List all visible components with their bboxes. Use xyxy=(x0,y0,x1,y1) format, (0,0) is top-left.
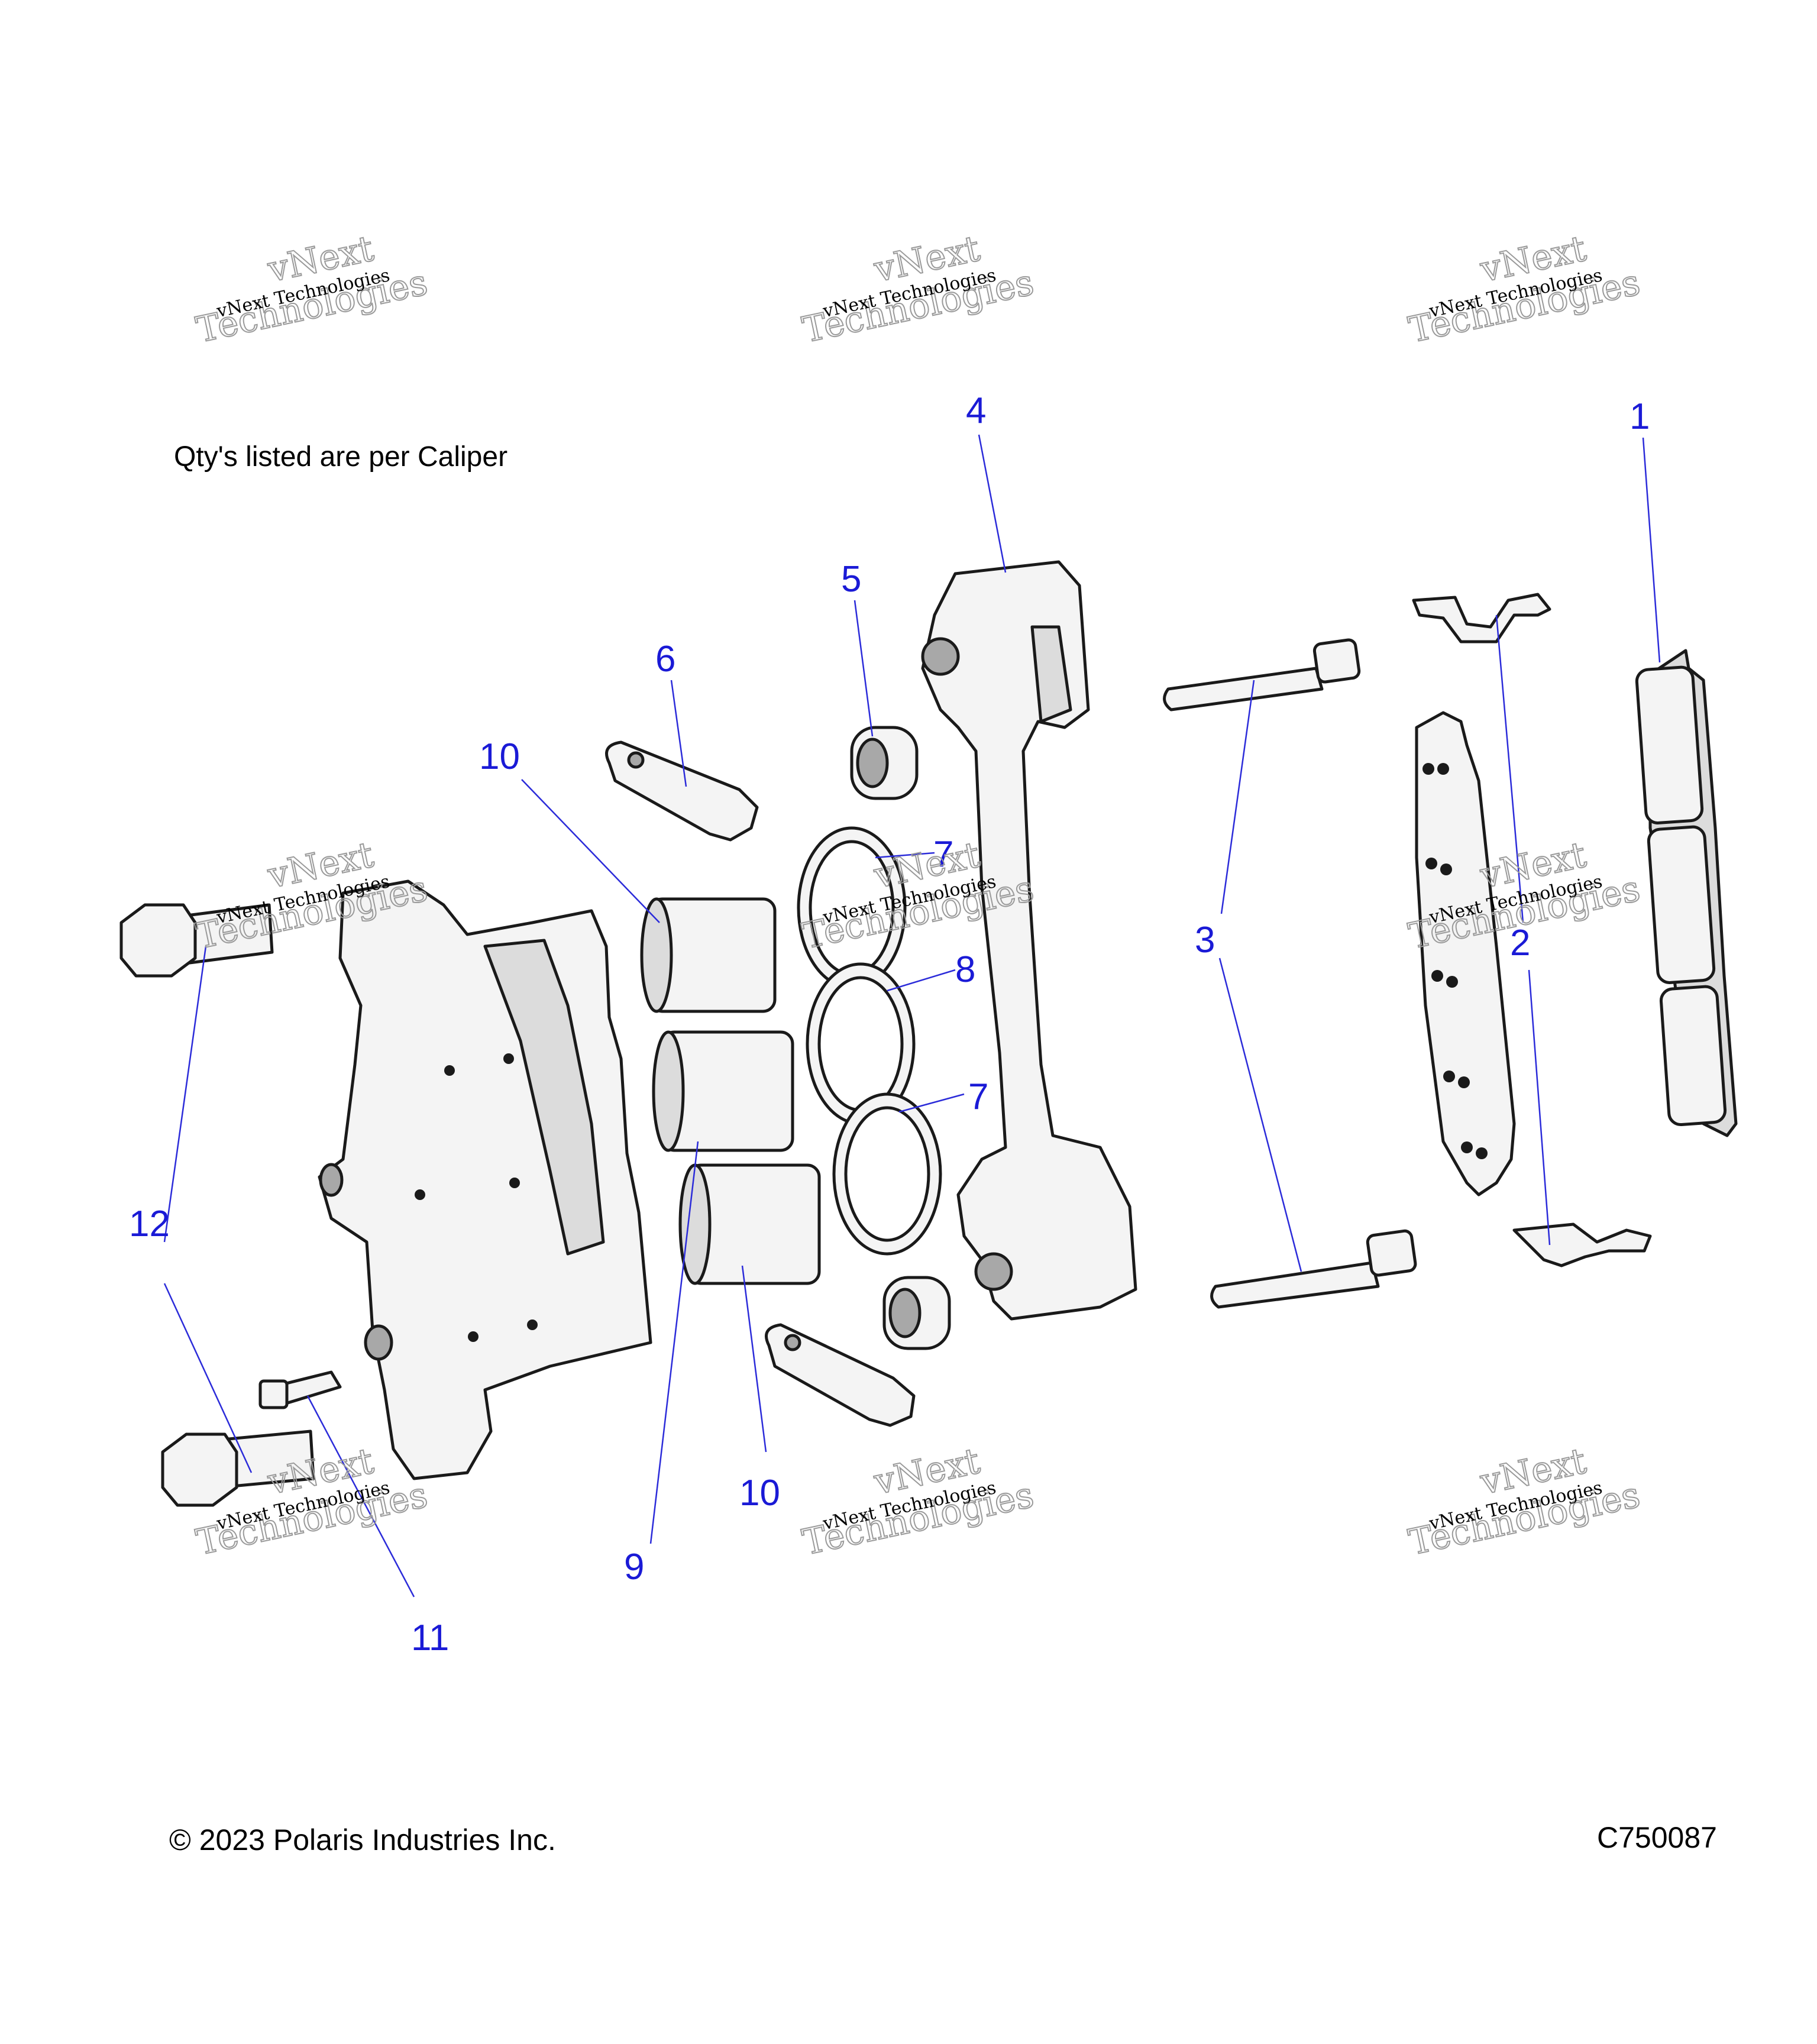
caliper-bracket xyxy=(921,560,1137,1321)
piston-seal-lower xyxy=(832,1092,942,1256)
copyright-text: © 2023 Polaris Industries Inc. xyxy=(169,1823,556,1857)
callout-2: 2 xyxy=(1510,923,1530,963)
per-caliper-note: Qty's listed are per Caliper xyxy=(174,441,508,473)
anti-rattle-plate-lower xyxy=(765,1323,916,1427)
caliper-bolt-lower xyxy=(161,1429,315,1507)
caliper-body xyxy=(318,879,652,1480)
pin-boot-lower xyxy=(882,1276,951,1350)
pin-boot-upper xyxy=(850,726,919,800)
anti-rattle-plate-upper xyxy=(605,740,759,842)
brake-pad-outer xyxy=(1635,649,1738,1137)
callout-8: 8 xyxy=(955,949,975,990)
brake-pad-inner xyxy=(1415,711,1516,1196)
piston-upper xyxy=(640,897,777,1013)
callout-11: 11 xyxy=(411,1618,449,1658)
callout-7a: 7 xyxy=(933,834,953,875)
callout-3: 3 xyxy=(1195,920,1215,960)
callout-9: 9 xyxy=(624,1547,644,1587)
callout-1: 1 xyxy=(1630,396,1650,437)
guide-pin-lower xyxy=(1210,1229,1417,1309)
callout-7b: 7 xyxy=(968,1076,988,1117)
leader-lines xyxy=(163,434,1661,1597)
bleeder-screw xyxy=(258,1370,342,1409)
piston-seal-middle xyxy=(806,962,916,1126)
callout-10a: 10 xyxy=(479,736,520,777)
callout-10b: 10 xyxy=(739,1473,780,1513)
pad-clip-upper xyxy=(1412,593,1551,643)
callout-6: 6 xyxy=(655,639,675,680)
callout-4: 4 xyxy=(966,390,986,431)
callout-5: 5 xyxy=(841,559,861,600)
diagram-code: C750087 xyxy=(1597,1821,1717,1854)
pad-clip-lower xyxy=(1512,1222,1652,1267)
callout-12: 12 xyxy=(129,1204,170,1244)
guide-pin-upper xyxy=(1163,638,1361,711)
piston-middle xyxy=(652,1030,794,1152)
piston-lower xyxy=(678,1163,821,1285)
caliper-bolt-upper xyxy=(119,903,274,978)
callout-labels: 1 2 3 4 5 6 7 7 8 9 10 10 11 12 xyxy=(129,390,1650,1658)
